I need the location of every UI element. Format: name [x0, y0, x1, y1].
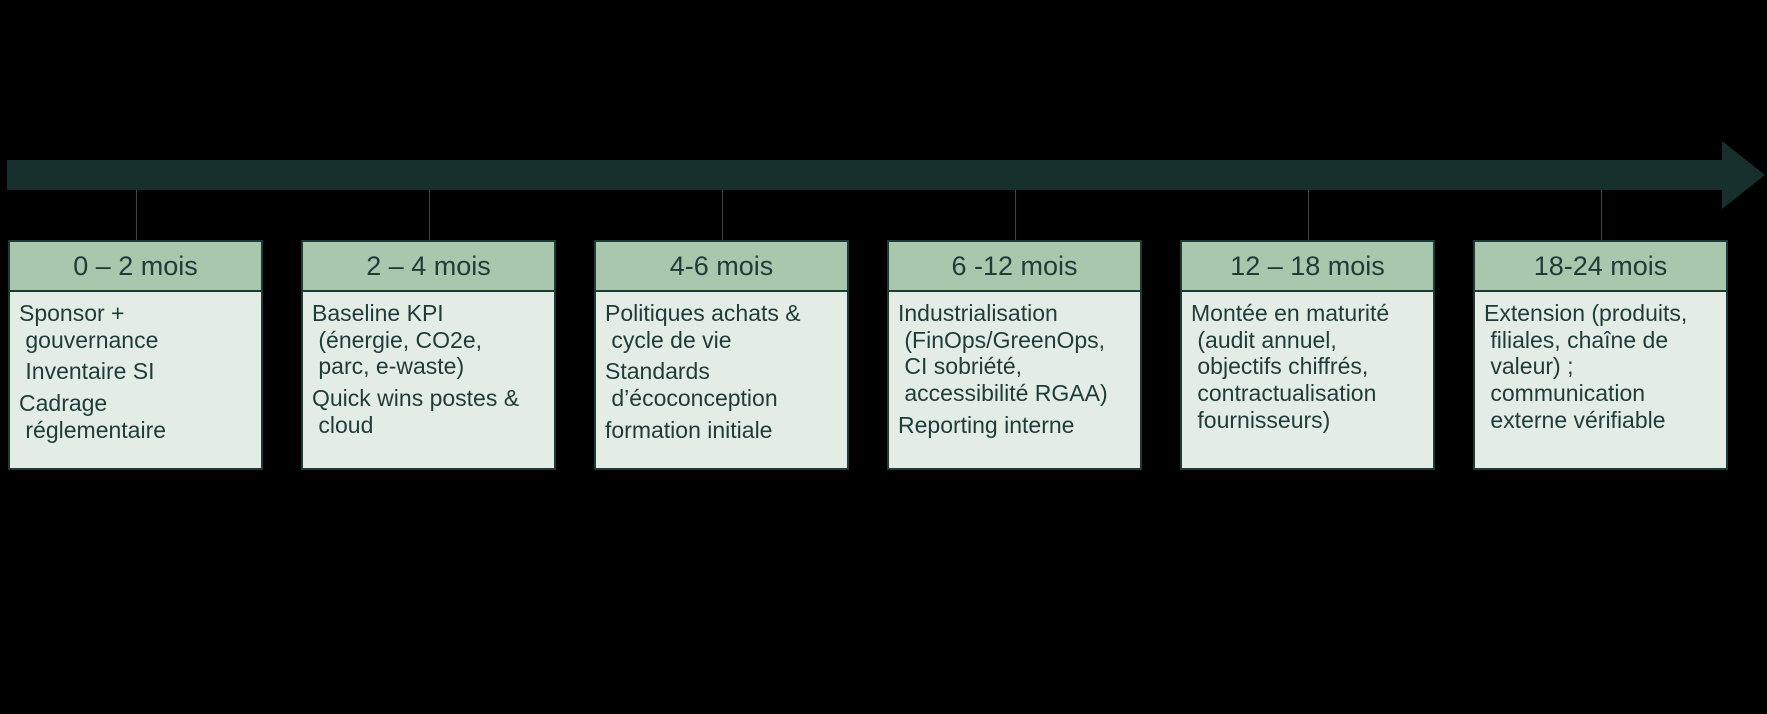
phase-period-label: 18-24 mois: [1475, 242, 1726, 292]
phase-column: 2 – 4 mois Baseline KPI (énergie, CO2e, …: [301, 190, 556, 470]
phase-item-list: Extension (produits, filiales, chaîne de…: [1475, 292, 1726, 468]
timeline-tick: [1014, 190, 1016, 240]
timeline-tick: [428, 190, 430, 240]
phase-box: 12 – 18 mois Montée en maturité (audit a…: [1180, 240, 1435, 470]
phase-column: 18-24 mois Extension (produits, filiales…: [1473, 190, 1728, 470]
phase-item: Inventaire SI: [19, 358, 155, 385]
phase-item-list: Sponsor + gouvernance Inventaire SI Cadra…: [10, 292, 261, 468]
phase-item-list: Industrialisation (FinOps/GreenOps, CI s…: [889, 292, 1140, 468]
phase-column: 4-6 mois Politiques achats & cycle de vi…: [594, 190, 849, 470]
phase-box: 6 -12 mois Industrialisation (FinOps/Gre…: [887, 240, 1142, 470]
phase-item: formation initiale: [605, 416, 773, 443]
phase-box: 4-6 mois Politiques achats & cycle de vi…: [594, 240, 849, 470]
phase-item: Standards d’écoconception: [605, 358, 778, 412]
phase-box: 18-24 mois Extension (produits, filiales…: [1473, 240, 1728, 470]
phase-column: 0 – 2 mois Sponsor + gouvernance Inventa…: [8, 190, 263, 470]
phase-period-label: 6 -12 mois: [889, 242, 1140, 292]
timeline-phases: 0 – 2 mois Sponsor + gouvernance Inventa…: [8, 190, 1728, 470]
phase-item: Industrialisation (FinOps/GreenOps, CI s…: [898, 300, 1108, 407]
phase-column: 6 -12 mois Industrialisation (FinOps/Gre…: [887, 190, 1142, 470]
timeline-arrow-head-icon: [1722, 141, 1765, 209]
phase-period-label: 12 – 18 mois: [1182, 242, 1433, 292]
phase-item: Baseline KPI (énergie, CO2e, parc, e-was…: [312, 300, 483, 380]
phase-box: 2 – 4 mois Baseline KPI (énergie, CO2e, …: [301, 240, 556, 470]
phase-period-label: 2 – 4 mois: [303, 242, 554, 292]
phase-period-label: 0 – 2 mois: [10, 242, 261, 292]
timeline-tick: [135, 190, 137, 240]
phase-period-label: 4-6 mois: [596, 242, 847, 292]
timeline-tick: [721, 190, 723, 240]
phase-item-list: Baseline KPI (énergie, CO2e, parc, e-was…: [303, 292, 554, 468]
phase-box: 0 – 2 mois Sponsor + gouvernance Inventa…: [8, 240, 263, 470]
phase-item-list: Montée en maturité (audit annuel, object…: [1182, 292, 1433, 468]
phase-item: Politiques achats & cycle de vie: [605, 300, 801, 353]
timeline-tick: [1600, 190, 1602, 240]
phase-item: Cadrage réglementaire: [19, 390, 167, 443]
phase-item: Sponsor + gouvernance: [19, 300, 159, 353]
phase-column: 12 – 18 mois Montée en maturité (audit a…: [1180, 190, 1435, 470]
phase-item: Reporting interne: [898, 411, 1075, 438]
timeline-tick: [1307, 190, 1309, 240]
phase-item: Montée en maturité (audit annuel, object…: [1191, 300, 1390, 433]
phase-item: Extension (produits, filiales, chaîne de…: [1484, 300, 1688, 433]
timeline-arrow-bar: [7, 160, 1723, 190]
phase-item: Quick wins postes & cloud: [312, 385, 520, 438]
